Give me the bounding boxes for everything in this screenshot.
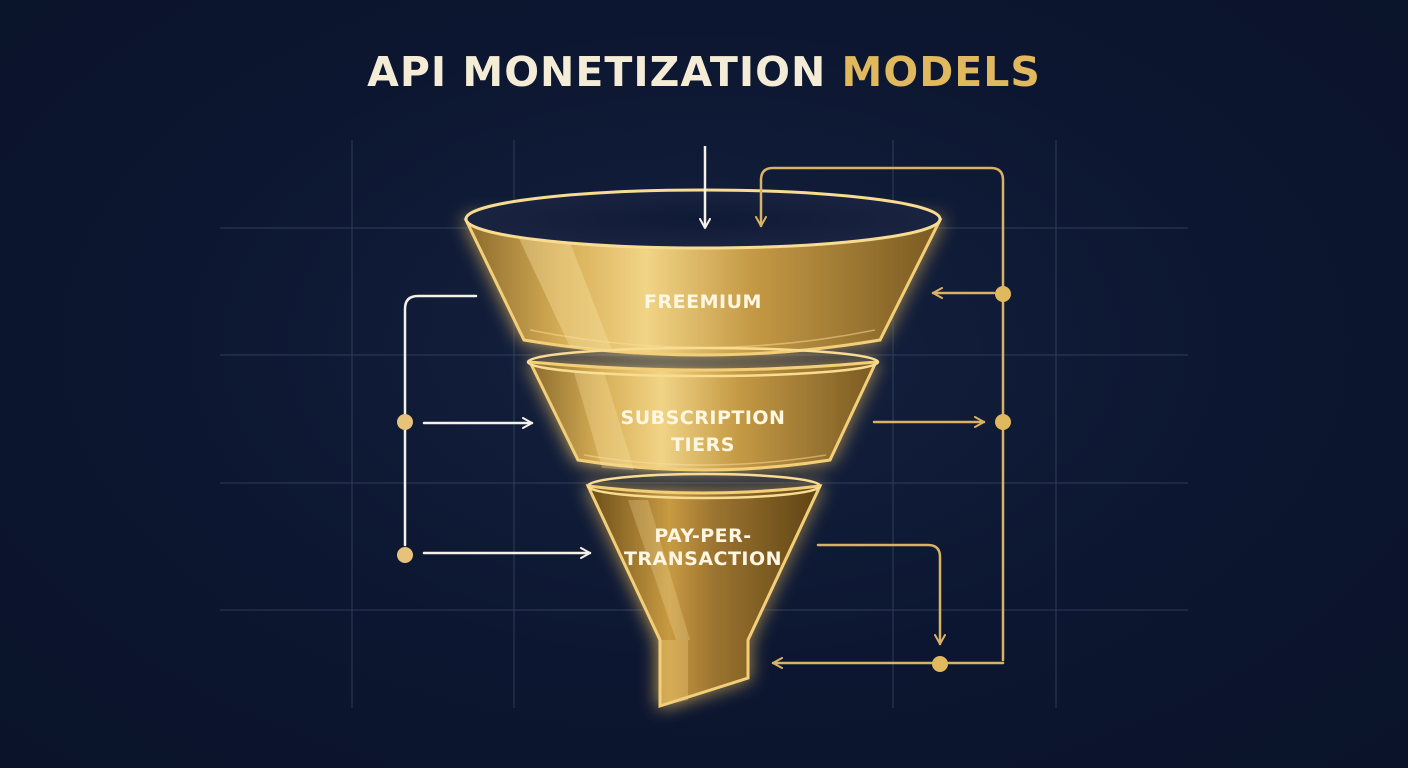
- title-accent: MODELS: [841, 48, 1041, 96]
- funnel-section-pay-per-transaction: [585, 472, 823, 709]
- funnel-section-subscription: [526, 346, 880, 472]
- right-arrow-pay-out: [816, 543, 946, 646]
- left-connectors: [403, 294, 592, 559]
- stage-label-subscription-line1: SUBSCRIPTION: [621, 407, 786, 429]
- stage-label-pay-line1: PAY-PER-: [654, 525, 751, 547]
- page-title: API MONETIZATION MODELS: [0, 48, 1408, 96]
- right-feedback-loop: [755, 166, 1005, 662]
- stage-label-subscription-line2: TIERS: [671, 434, 735, 456]
- stage-label-pay-line2: TRANSACTION: [624, 548, 782, 570]
- stage-label-freemium: FREEMIUM: [644, 291, 762, 313]
- left-node-lower: [397, 547, 413, 563]
- right-node-middle: [995, 414, 1011, 430]
- right-node-bottom: [932, 656, 948, 672]
- left-node-upper: [397, 414, 413, 430]
- right-node-top: [995, 286, 1011, 302]
- funnel: [463, 188, 943, 709]
- left-vertical-connector: [403, 294, 478, 547]
- funnel-rim: [464, 188, 942, 250]
- title-main: API MONETIZATION: [367, 48, 842, 96]
- funnel-section-freemium: [463, 188, 943, 357]
- right-connectors: [755, 166, 1005, 669]
